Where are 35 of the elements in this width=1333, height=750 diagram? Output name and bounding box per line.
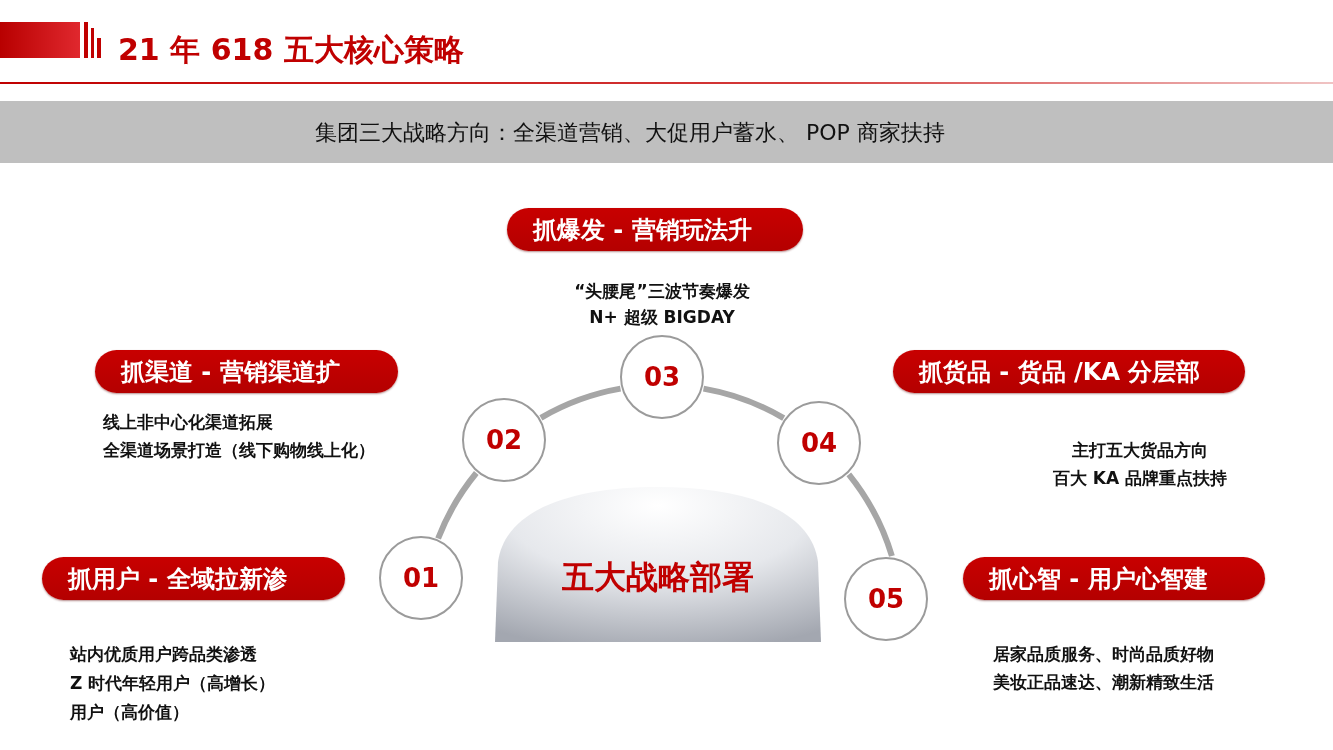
heading-pill <box>95 350 398 393</box>
heading-pill <box>42 557 345 600</box>
description-text: 居家品质服务、时尚品质好物 <box>993 643 1215 666</box>
step-number: 02 <box>485 425 523 455</box>
dome-shape <box>495 487 821 642</box>
description-text: 站内优质用户跨品类渗透 <box>70 643 258 666</box>
heading-text: 抓用户 - 全域拉新渗 <box>68 563 287 594</box>
description-text: 线上非中心化渠道拓展 <box>103 411 274 434</box>
step-number: 03 <box>643 362 681 392</box>
description-text: 全渠道场景打造（线下购物线上化） <box>103 439 376 462</box>
description-text: 百大 KA 品牌重点扶持 <box>1051 467 1229 490</box>
heading-text: 抓爆发 - 营销玩法升 <box>533 214 752 245</box>
description-text: 美妆正品速达、潮新精致生活 <box>993 671 1215 694</box>
heading-pill <box>893 350 1245 393</box>
description-text: 主打五大货品方向 <box>1071 439 1209 462</box>
description-text: Z 时代年轻用户（高增长） <box>70 672 277 695</box>
banner-band <box>0 101 1333 163</box>
arc-connector <box>702 385 786 421</box>
heading-pill <box>963 557 1265 600</box>
center-title: 五大战略部署 <box>562 557 754 597</box>
heading-text: 抓渠道 - 营销渠道扩 <box>121 356 340 387</box>
step-number: 05 <box>867 584 905 614</box>
description-text: N+ 超级 BIGDAY <box>588 306 736 329</box>
step-number: 04 <box>800 428 838 458</box>
arc-connector <box>539 385 622 421</box>
arc-connector <box>846 472 895 557</box>
description-text: “头腰尾”三波节奏爆发 <box>573 280 751 303</box>
heading-text: 抓心智 - 用户心智建 <box>989 563 1208 594</box>
description-text: 用户（高价值） <box>70 701 190 724</box>
banner-text: 集团三大战略方向：全渠道营销、大促用户蓄水、 POP 商家扶持 <box>315 119 946 147</box>
heading-pill <box>507 208 803 251</box>
heading-text: 抓货品 - 货品 /KA 分层部 <box>919 356 1201 387</box>
slide-title: 21 年 618 五大核心策略 <box>118 31 464 69</box>
arc-connector <box>435 471 479 540</box>
step-number: 01 <box>402 563 440 593</box>
